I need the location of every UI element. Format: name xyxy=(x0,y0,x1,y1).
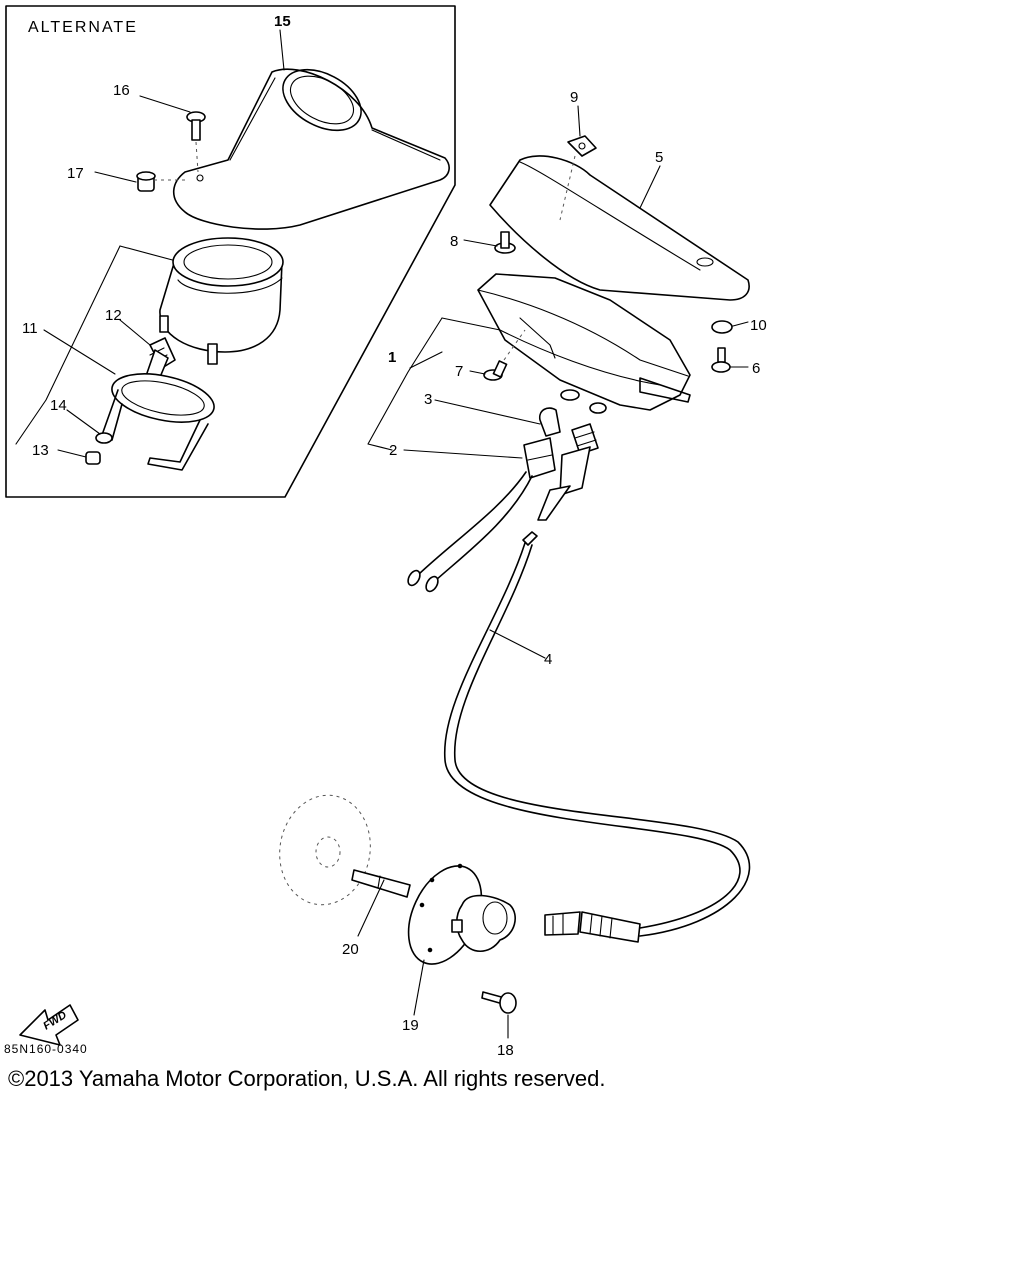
callout-7: 7 xyxy=(455,363,463,380)
screw-8 xyxy=(494,231,516,254)
wheel-hub-outline xyxy=(279,794,371,906)
callout-12: 12 xyxy=(105,307,122,324)
screw-18 xyxy=(481,991,517,1014)
nut-17 xyxy=(136,171,185,192)
callout-11: 11 xyxy=(22,320,38,337)
bracket-ring-11 xyxy=(101,373,215,471)
gear-unit-19 xyxy=(407,863,516,965)
meter-cover-5 xyxy=(489,155,750,301)
visor-cowl-part xyxy=(172,68,450,230)
callout-2: 2 xyxy=(389,442,397,459)
washer-14 xyxy=(95,432,113,444)
callout-9: 9 xyxy=(570,89,578,106)
callout-4: 4 xyxy=(544,651,552,668)
callout-17: 17 xyxy=(67,165,84,182)
callout-19: 19 xyxy=(402,1017,419,1034)
bulb-3 xyxy=(538,407,561,437)
grommet-10 xyxy=(711,320,733,334)
callout-13: 13 xyxy=(32,442,49,459)
callout-20: 20 xyxy=(342,941,359,958)
copyright-notice: ©2013 Yamaha Motor Corporation, U.S.A. A… xyxy=(8,1066,606,1091)
alternate-inset: ALTERNATE xyxy=(5,5,456,498)
callout-15: 15 xyxy=(274,13,291,30)
fwd-arrow-icon: FWD xyxy=(19,1004,79,1046)
shaft-20 xyxy=(351,869,411,898)
cable-lower-connector xyxy=(544,911,641,943)
callout-3: 3 xyxy=(424,391,432,408)
speedometer-cable-4 xyxy=(443,531,751,943)
callout-16: 16 xyxy=(113,82,130,99)
callout-8: 8 xyxy=(450,233,458,250)
leader-lines xyxy=(43,29,749,1039)
callout-5: 5 xyxy=(655,149,663,166)
callout-10: 10 xyxy=(750,317,767,334)
cable-connector-upper xyxy=(537,423,599,521)
meter-housing-alt xyxy=(159,237,284,365)
nut-13 xyxy=(85,451,101,465)
callout-numbers: 15 16 17 12 11 14 13 9 5 8 10 6 7 1 3 2 … xyxy=(22,13,767,1059)
part-code: 85N160-0340 xyxy=(4,1042,88,1056)
callout-6: 6 xyxy=(752,360,760,377)
screw-7 xyxy=(483,329,526,381)
speedometer-assembly xyxy=(367,135,750,593)
socket-harness-2 xyxy=(407,437,556,593)
clip-nut-9 xyxy=(559,135,597,221)
bolt-16 xyxy=(186,111,206,173)
callout-14: 14 xyxy=(50,397,67,414)
screw-6 xyxy=(711,347,731,373)
callout-18: 18 xyxy=(497,1042,514,1059)
alternate-label: ALTERNATE xyxy=(28,19,138,36)
meter-body xyxy=(477,273,691,414)
callout-1: 1 xyxy=(388,349,396,366)
